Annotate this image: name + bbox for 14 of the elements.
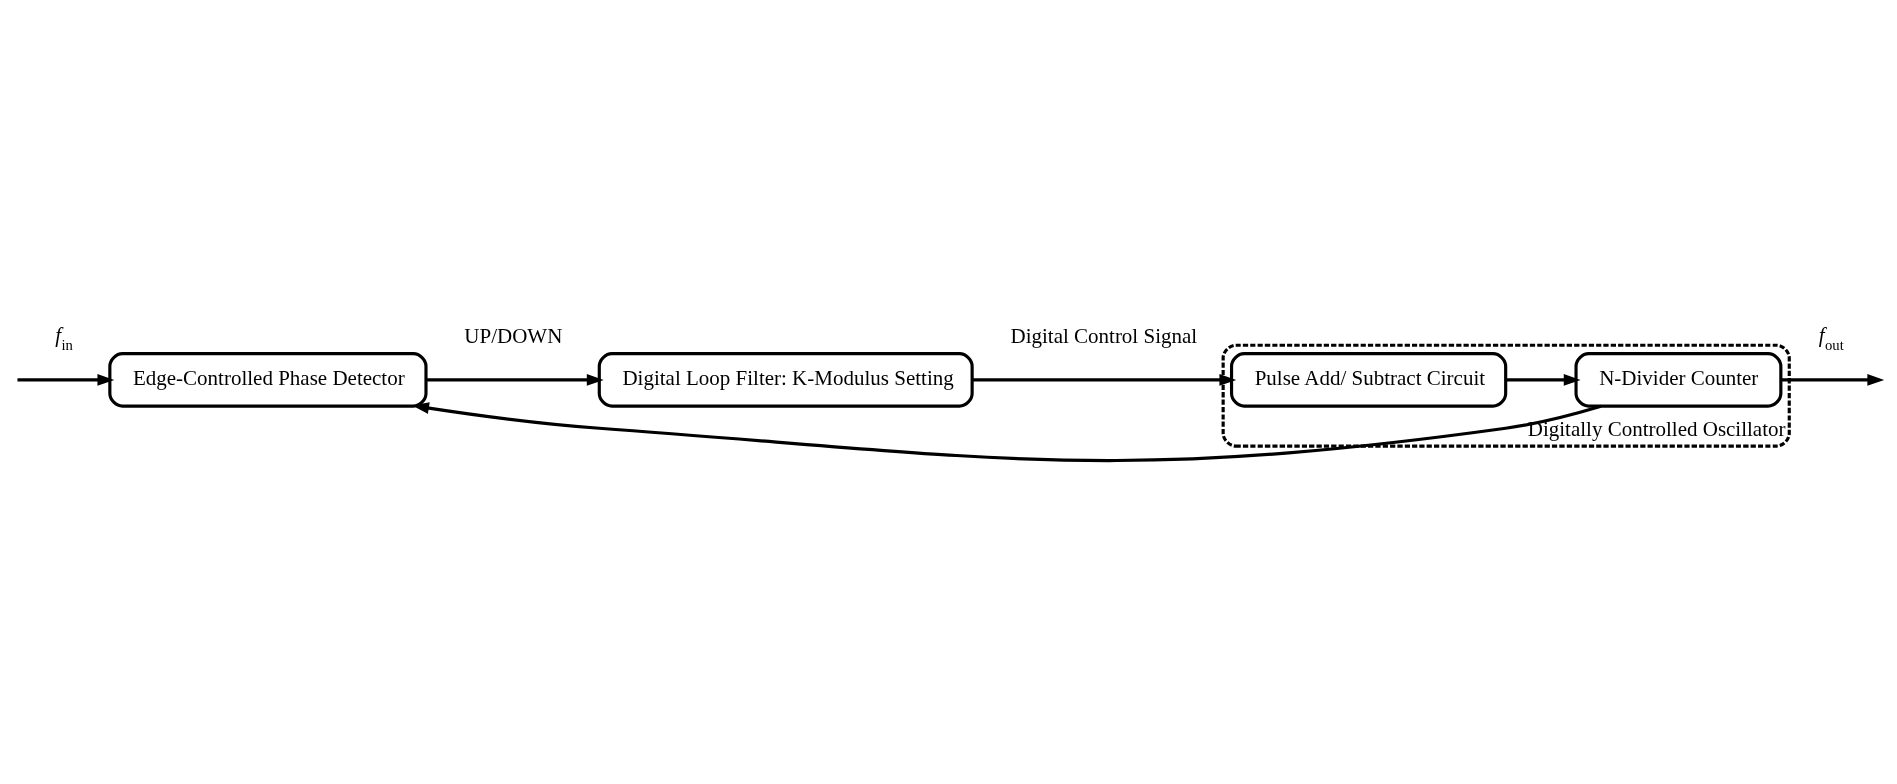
node-box: Digital Loop Filter: K-Modulus Setting: [597, 352, 974, 408]
node-box: Pulse Add/ Subtract Circuit: [1229, 352, 1508, 408]
arrow: [17, 374, 115, 386]
edge-label: f$_{out}$: [1818, 323, 1844, 354]
arrow: [1506, 374, 1581, 386]
edge-label: UP/DOWN: [464, 324, 563, 349]
arrow: [972, 374, 1237, 386]
arrow: [426, 374, 604, 386]
edge-label: Digital Control Signal: [1010, 324, 1198, 349]
edge-label: f$_{in}$: [55, 323, 73, 354]
node-box: Edge-Controlled Phase Detector: [108, 352, 428, 408]
arrow: [1781, 374, 1885, 386]
arrow: [412, 402, 1602, 463]
node-box: N-Divider Counter: [1574, 352, 1783, 408]
